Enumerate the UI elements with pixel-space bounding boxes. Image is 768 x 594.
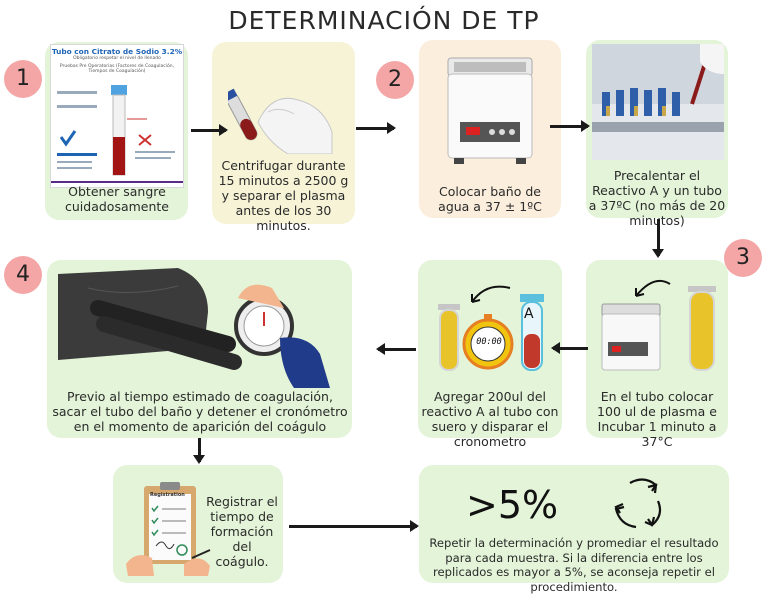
percent-threshold-label: >5% [466,483,559,527]
step-5-text: En el tubo colocar 100 ul de plasma e In… [597,389,717,449]
sheet-subtitle: Obligatorio respetar el nivel de llenado [73,56,161,61]
step-1-text: Obtener sangre cuidadosamente [65,184,169,214]
clipboard-icon [126,482,211,576]
step-3-text: Colocar baño de agua a 37 ± 1ºC [438,184,542,214]
hand-tubes-stopwatch-icon [58,268,330,388]
arrow-6-to-7 [376,343,416,355]
arrow-3-to-4 [550,120,590,132]
sheet-heading: Tubo con Citrato de Sodio 3.2% [51,47,183,56]
arrow-1-to-2 [191,124,228,136]
step-2-text: Centrifugar durante 15 minutos a 2500 g … [218,158,349,233]
gloved-hand-tube-icon [228,88,333,154]
step-badge-4: 4 [4,256,42,294]
arrow-7-to-8 [193,438,205,464]
card-step-9 [419,465,729,583]
bath-plasma-tube-icon [601,280,716,371]
recycle-arrows-icon [614,478,662,529]
page-title: DETERMINACIÓN DE TP [228,6,540,35]
arrow-4-to-5 [652,219,664,258]
arrow-8-to-9 [289,520,419,532]
citrate-tube-sheet: Tubo con Citrato de Sodio 3.2% Obligator… [50,44,184,188]
step-9-text: Repetir la determinación y promediar el … [429,536,719,594]
step-6-text: Agregar 200ul del reactivo A al tubo con… [421,389,559,449]
stopwatch-display: 00:00 [476,337,502,347]
step-badge-3: 3 [724,239,762,277]
reagent-letter: A [524,306,534,322]
water-bath-icon [447,57,533,164]
tube-diagram-icon [51,85,183,183]
step-7-text: Previo al tiempo estimado de coagulación… [52,389,348,434]
clipboard-label: Registration [150,492,185,498]
arrow-2-to-3 [356,122,396,134]
step-8-text: Registrar el tiempo de formación del coá… [206,494,278,569]
arrow-5-to-6 [551,342,588,354]
sheet-subtitle-2: Pruebas Pre Operatorias (Factores de Coa… [59,64,175,74]
step-4-text: Precalentar el Reactivo A y un tubo a 37… [588,168,726,228]
bath-rack-icon [592,44,724,160]
step-badge-1: 1 [4,60,42,98]
stopwatch-reagent-icon [438,285,544,371]
step-badge-2: 2 [376,61,414,99]
